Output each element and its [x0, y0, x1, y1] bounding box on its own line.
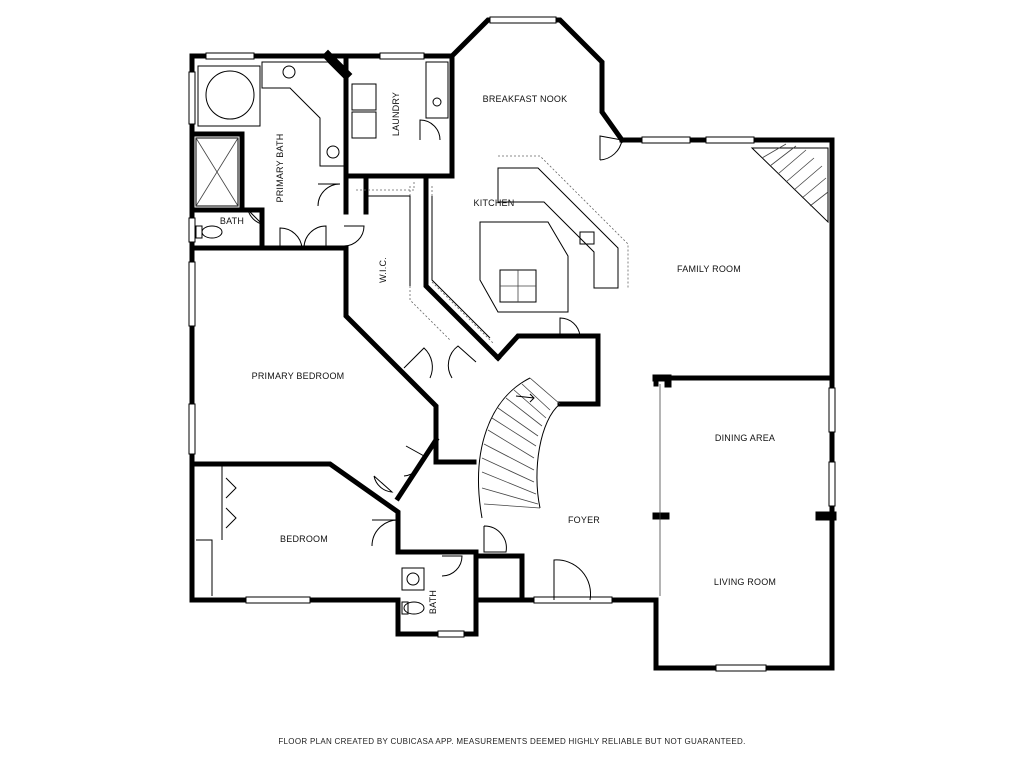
room-labels: BREAKFAST NOOK LAUNDRY PRIMARY BATH BATH…: [220, 92, 776, 614]
walls: [189, 17, 837, 671]
label-laundry: LAUNDRY: [391, 92, 401, 136]
family-room-stairs: [750, 143, 829, 224]
fixtures: [195, 61, 829, 615]
footer-disclaimer: FLOOR PLAN CREATED BY CUBICASA APP. MEAS…: [278, 737, 746, 746]
label-family-room: FAMILY ROOM: [677, 264, 741, 274]
windows: [188, 16, 836, 672]
curved-staircase: [478, 377, 561, 519]
label-bath-lower: BATH: [428, 590, 438, 614]
doors: [225, 119, 623, 601]
label-bedroom: BEDROOM: [280, 534, 328, 544]
label-kitchen: KITCHEN: [474, 198, 515, 208]
label-wic: W.I.C.: [378, 257, 388, 283]
label-primary-bath: PRIMARY BATH: [275, 134, 285, 203]
label-breakfast-nook: BREAKFAST NOOK: [483, 94, 568, 104]
label-dining-area: DINING AREA: [715, 433, 775, 443]
label-foyer: FOYER: [568, 515, 600, 525]
label-living-room: LIVING ROOM: [714, 577, 776, 587]
label-primary-bedroom: PRIMARY BEDROOM: [252, 371, 345, 381]
label-bath-upper: BATH: [220, 216, 244, 226]
